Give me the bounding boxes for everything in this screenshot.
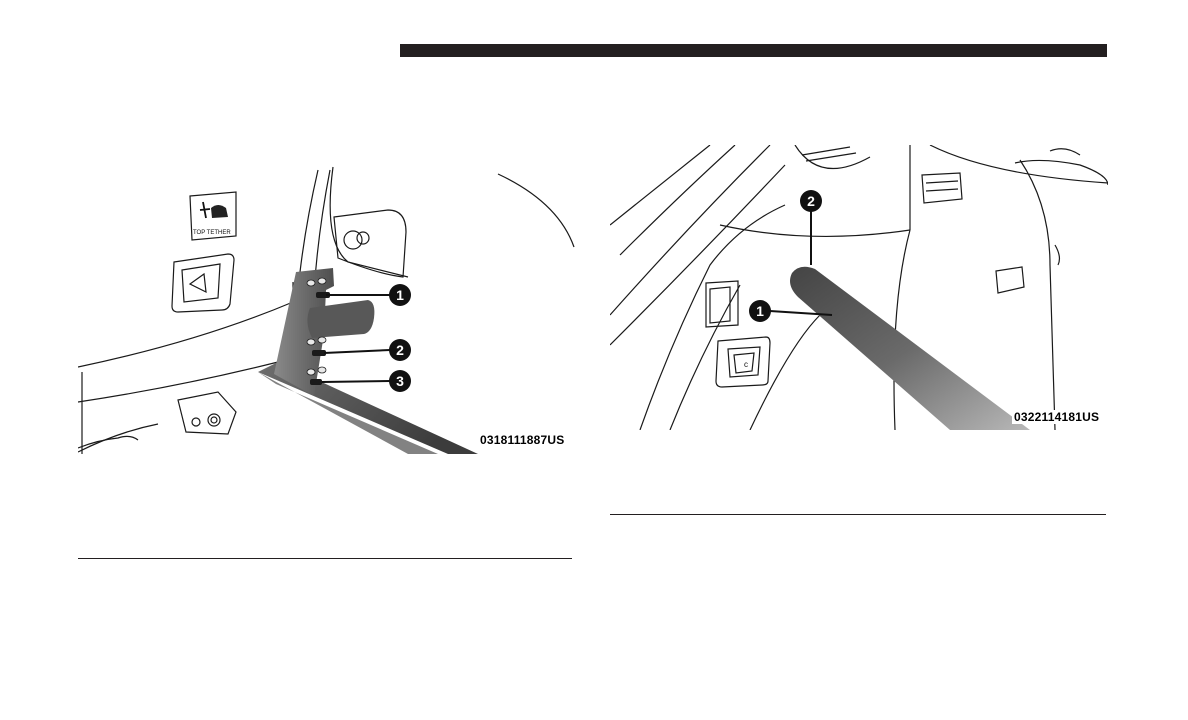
svg-text:c: c: [744, 360, 748, 369]
sticker-label: TOP TETHER: [193, 230, 231, 236]
callout-2: 2: [389, 339, 411, 361]
seat-anchor-illustration: TOP TETHER 1: [78, 162, 576, 454]
svg-text:3: 3: [396, 373, 404, 389]
svg-text:1: 1: [396, 287, 404, 303]
svg-text:1: 1: [756, 303, 764, 319]
cargo-area-illustration: c 2 1: [610, 145, 1108, 430]
top-tether-anchor-figure: TOP TETHER 1: [78, 162, 576, 454]
page-header-bar: [400, 44, 1107, 57]
callout-2: 2: [800, 190, 822, 212]
figure-code: 0318111887US: [478, 433, 566, 447]
figure-code: 0322114181US: [1012, 410, 1101, 424]
callout-3: 3: [389, 370, 411, 392]
section-divider: [78, 558, 572, 559]
section-divider: [610, 514, 1106, 515]
anchor-sticker-icon: TOP TETHER: [193, 202, 231, 236]
svg-text:2: 2: [396, 342, 404, 358]
cargo-tube-figure: c 2 1 0322114181US: [610, 145, 1108, 430]
callout-1: 1: [389, 284, 411, 306]
svg-text:2: 2: [807, 193, 815, 209]
callout-1: 1: [749, 300, 771, 322]
